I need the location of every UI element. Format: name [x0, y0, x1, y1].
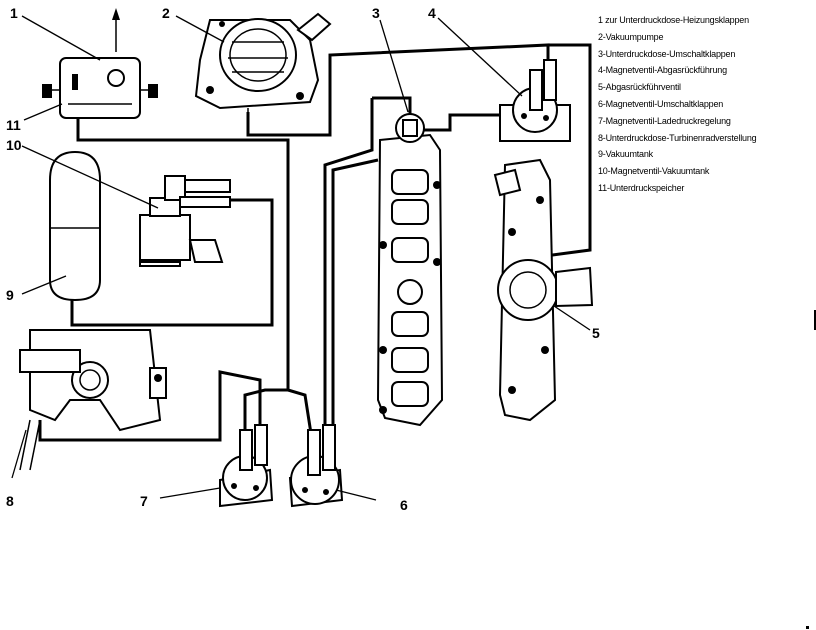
callout-10: 10: [6, 137, 22, 153]
vacuum-reservoir: [42, 57, 158, 119]
legend-item-11: 11-Unterdruckspeicher: [598, 182, 685, 193]
callout-numbers: 1 2 3 4 5 6 7 8 9 10 11: [6, 5, 600, 513]
switch-over-flap-vacuum-unit: [376, 113, 444, 427]
callout-leaders: [11, 15, 591, 501]
callout-11: 11: [6, 117, 21, 133]
callout-5: 5: [592, 325, 600, 341]
turbine-vacuum-actuator: [19, 329, 167, 471]
egr-valve: [493, 158, 594, 422]
legend-item-4: 4-Magnetventil-Abgasrückführung: [598, 65, 727, 76]
callout-1: 1: [10, 5, 18, 21]
legend-item-10: 10-Magnetventil-Vakuumtank: [598, 166, 710, 177]
callout-3: 3: [372, 5, 380, 21]
legend-item-5: 5-Abgasrückführventil: [598, 82, 681, 93]
legend-item-1: 1 zur Unterdruckdose-Heizungsklappen: [598, 15, 749, 25]
egr-solenoid-valve: [499, 59, 571, 142]
callout-4: 4: [428, 5, 436, 21]
legend: 1 zur Unterdruckdose-Heizungsklappen 2-V…: [598, 12, 812, 197]
boost-pressure-solenoid-valve: [219, 424, 274, 508]
vacuum-tank-solenoid-valve: [139, 175, 231, 267]
callout-8: 8: [6, 493, 14, 509]
callout-7: 7: [140, 493, 148, 509]
legend-item-2: 2-Vakuumpumpe: [598, 31, 664, 42]
callout-9: 9: [6, 287, 14, 303]
switch-over-flap-solenoid-valve: [288, 424, 344, 508]
legend-item-7: 7-Magnetventil-Ladedruckregelung: [598, 115, 731, 126]
legend-item-6: 6-Magnetventil-Umschaltklappen: [598, 98, 724, 109]
legend-item-8: 8-Unterdruckdose-Turbinenradverstellung: [598, 132, 757, 143]
heater-flap-connection-arrow: [112, 8, 120, 52]
callout-2: 2: [162, 5, 170, 21]
vacuum-pump: [194, 12, 332, 118]
legend-item-9: 9-Vakuumtank: [598, 149, 653, 160]
callout-6: 6: [400, 497, 408, 513]
vacuum-tank: [49, 150, 101, 318]
legend-item-3: 3-Unterdruckdose-Umschaltklappen: [598, 48, 736, 59]
